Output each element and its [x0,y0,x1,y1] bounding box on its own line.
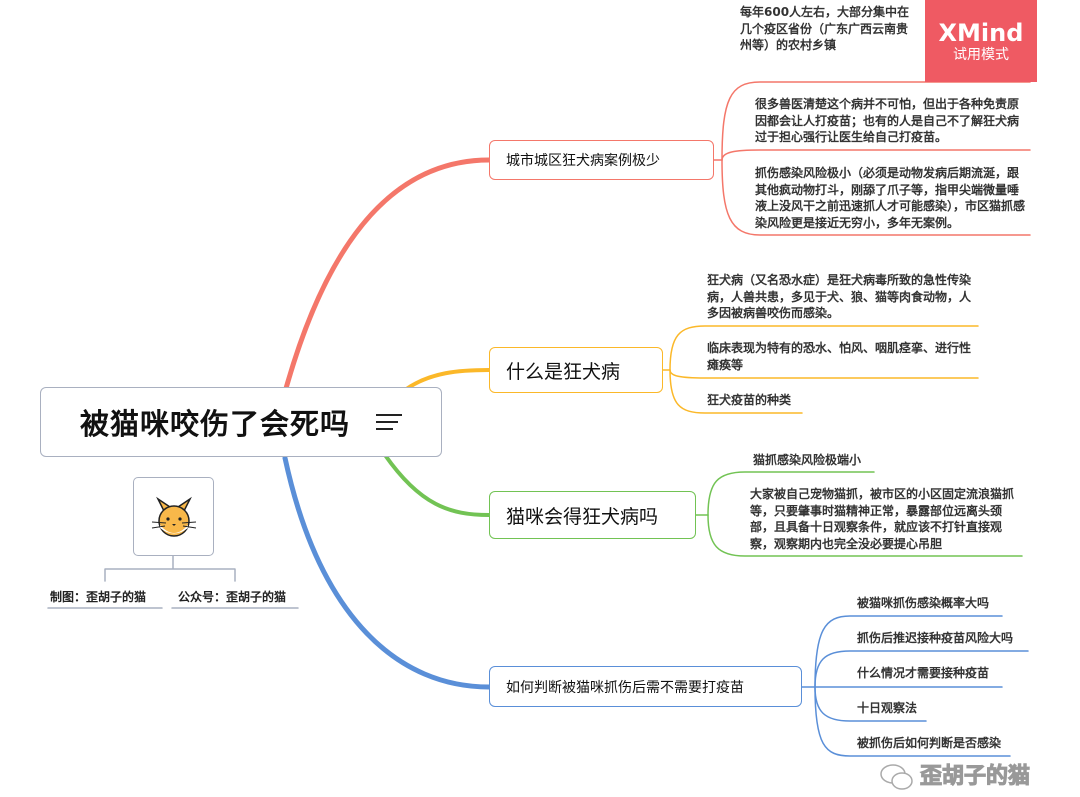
central-topic[interactable]: 被猫咪咬伤了会死吗 [40,387,442,457]
leaf-topic[interactable]: 狂犬病（又名恐水症）是狂犬病毒所致的急性传染病，人兽共患，多见于犬、狼、猫等肉食… [707,273,972,320]
leaf-topic[interactable]: 被抓伤后如何判断是否感染 [857,736,1002,750]
badge-mode: 试用模式 [953,47,1009,63]
leaf-topic[interactable]: 猫抓感染风险极端小 [753,453,862,467]
leaf-topic[interactable]: 很多兽医清楚这个病并不可怕，但出于各种免责原因都会让人打疫苗；也有的人是自己不了… [755,97,1020,144]
leaf-topic[interactable]: 每年600人左右，大部分集中在几个疫区省份（广东广西云南贵州等）的农村乡镇 [740,5,910,52]
branch-label: 如何判断被猫咪抓伤后需不需要打疫苗 [506,679,744,696]
leaf-topic[interactable]: 抓伤感染风险极小（必须是动物发病后期流涎，跟其他疯动物打斗，刚舔了爪子等，指甲尖… [755,166,1026,230]
leaf-topic[interactable]: 狂犬疫苗的种类 [707,393,792,407]
leaf-topic[interactable]: 大家被自己宠物猫抓，被市区的小区固定流浪猫抓等，只要肇事时猫精神正常，暴露部位远… [750,487,1015,551]
badge-brand: XMind [938,19,1024,47]
leaf-topic[interactable]: 被猫咪抓伤感染概率大吗 [857,596,990,610]
cat-image-topic[interactable] [133,477,214,556]
notes-icon[interactable] [376,409,402,435]
author-credit: 制图：歪胡子的猫 [50,590,147,604]
leaf-topic[interactable]: 十日观察法 [857,701,918,715]
branch-topic-what-is-rabies[interactable]: 什么是狂犬病 [489,347,663,393]
account-credit: 公众号：歪胡子的猫 [178,590,287,604]
branch-label: 什么是狂犬病 [506,360,621,383]
watermark-text: 歪胡子的猫 [919,764,1031,790]
leaf-topic[interactable]: 什么情况才需要接种疫苗 [857,666,990,680]
central-title: 被猫咪咬伤了会死吗 [79,407,350,441]
wechat-icon [880,764,913,790]
branch-label: 城市城区狂犬病案例极少 [506,153,660,169]
watermark: 歪胡子的猫 [880,762,1031,792]
branch-label: 猫咪会得狂犬病吗 [506,505,659,528]
branch-topic-vaccine-decision[interactable]: 如何判断被猫咪抓伤后需不需要打疫苗 [489,666,802,707]
xmind-trial-badge: XMind 试用模式 [925,0,1037,82]
leaf-topic[interactable]: 抓伤后推迟接种疫苗风险大吗 [857,631,1014,645]
branch-topic-urban-cases[interactable]: 城市城区狂犬病案例极少 [489,140,714,180]
cat-face-icon [151,496,196,537]
leaf-topic[interactable]: 临床表现为特有的恐水、怕风、咽肌痉挛、进行性瘫痪等 [707,341,972,372]
branch-topic-cats-rabies[interactable]: 猫咪会得狂犬病吗 [489,491,696,539]
